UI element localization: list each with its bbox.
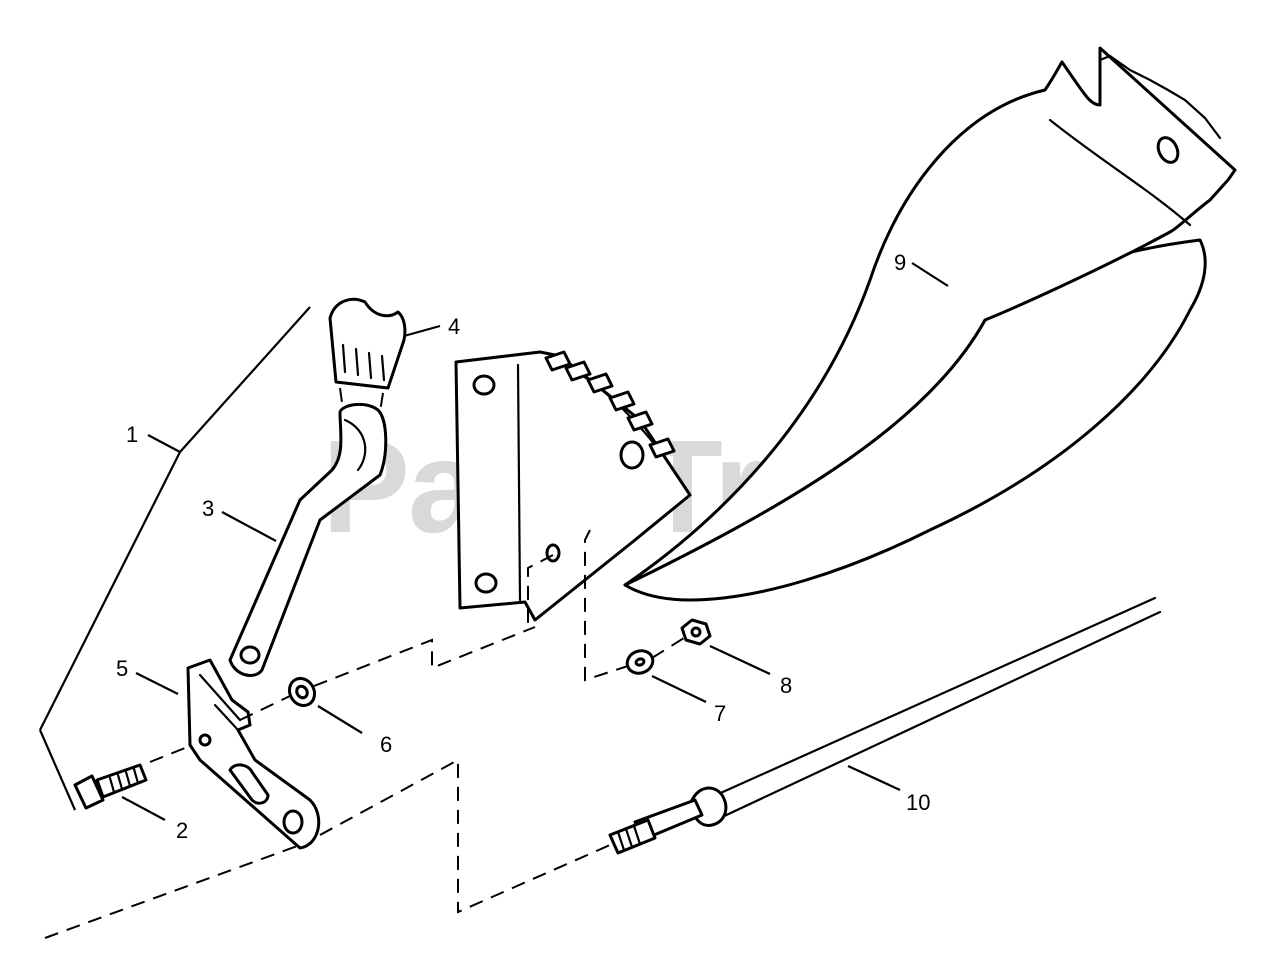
callout-2[interactable]: 2 [176,818,188,843]
part-4-knob[interactable] [328,297,407,413]
part-8-nut[interactable] [680,618,712,646]
callouts: 1 2 3 4 5 6 7 8 9 10 [116,250,930,843]
callout-9[interactable]: 9 [894,250,906,275]
callout-7[interactable]: 7 [714,701,726,726]
callout-6[interactable]: 6 [380,732,392,757]
callout-leaders [38,262,949,821]
callout-4[interactable]: 4 [448,314,460,339]
part-2-bolt[interactable] [73,763,148,810]
part-7-washer[interactable] [624,647,656,677]
callout-1[interactable]: 1 [126,422,138,447]
part-5-bracket[interactable] [186,658,321,850]
callout-10[interactable]: 10 [906,790,930,815]
part-3-lever[interactable] [228,402,388,677]
assembly-dashed-lines [44,529,685,939]
part-6-washer[interactable] [285,674,320,710]
part-9-handle-shroud[interactable] [454,46,1237,622]
part-10-rod[interactable] [608,596,1162,855]
callout-3[interactable]: 3 [202,496,214,521]
callout-5[interactable]: 5 [116,656,128,681]
callout-8[interactable]: 8 [780,673,792,698]
